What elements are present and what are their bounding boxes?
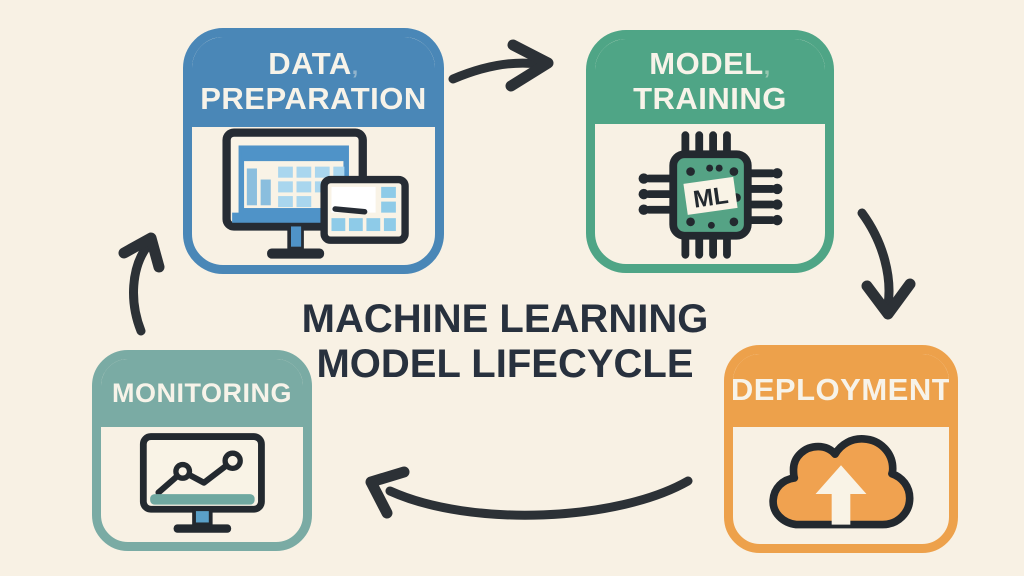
diagram-title: MACHINE LEARNING MODEL LIFECYCLE	[240, 297, 770, 387]
ml-chip-icon: ML	[638, 130, 782, 259]
comma-artifact: ,	[763, 52, 771, 79]
arrow-monitoring-to-data-preparation	[118, 232, 165, 336]
node-monitoring: MONITORING	[92, 350, 312, 551]
chart-monitor-icon	[139, 433, 265, 533]
cloud-upload-icon	[769, 435, 914, 529]
diagram-title-line1: MACHINE LEARNING	[301, 297, 709, 341]
node-data-preparation: DATA, PREPARATION	[183, 28, 444, 274]
svg-text:ML: ML	[691, 182, 730, 214]
node-deployment: DEPLOYMENT	[724, 345, 958, 553]
spreadsheet-monitor-icon	[221, 127, 409, 259]
node-deployment-title: DEPLOYMENT	[733, 354, 949, 432]
comma-artifact: ,	[351, 53, 359, 80]
arrow-data-preparation-to-model-training	[448, 39, 554, 92]
node-model-training: MODEL, TRAINING	[586, 30, 834, 273]
diagram-title-line2: MODEL LIFECYCLE	[316, 342, 694, 386]
node-data-preparation-title: DATA, PREPARATION	[192, 37, 435, 132]
arrow-deployment-to-monitoring	[365, 466, 693, 520]
arrow-model-training-to-deployment	[857, 208, 916, 320]
node-monitoring-title: MONITORING	[101, 359, 303, 432]
node-model-training-title: MODEL, TRAINING	[595, 39, 825, 129]
